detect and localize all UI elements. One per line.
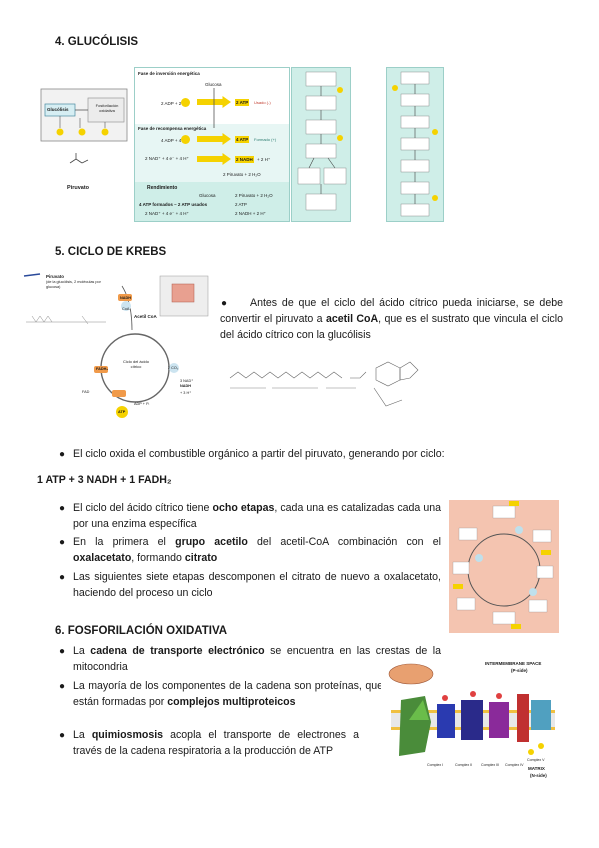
text-run: La mayoría de los componentes de la cade… [73,680,383,708]
krebs-adp-label: ADP + Pᵢ [134,402,150,406]
krebs-nadh-top: NADH [120,296,131,300]
etc-nside-label: (N-side) [530,773,547,778]
yield-row1-left: Glucosa [199,193,216,198]
text-run: El ciclo del ácido cítrico tiene [73,502,213,514]
arrow-icon [197,133,231,145]
krebs-nadh-right: NADH [180,384,191,388]
figure-krebs-detailed [449,500,559,633]
phosphate-icon [181,98,190,107]
figure-glycolysis-phases: Fase de inversión energética Glucosa 2 A… [134,67,290,222]
term-complejos: complejos multiproteicos [167,696,296,708]
bullet-icon: ● [59,537,66,548]
krebs-oxidation-paragraph: El ciclo oxida el combustible orgánico a… [73,448,445,460]
section-heading-oxphos: 6. FOSFORILACIÓN OXIDATIVA [55,625,228,637]
krebs-fad-label: FAD [82,390,90,394]
text-run: del acetil-CoA combinación con el [247,536,441,548]
krebs-nad-label: 3 NAD⁺ [180,379,194,383]
phase1-title: Fase de inversión energética [138,71,200,76]
atp-used-label: Usado (-) [254,100,271,105]
reaction2-output: 4 ATP [235,136,250,143]
reaction1-input: 2 ADP + 2 [161,101,182,106]
yield-row2-right: 2 ATP [235,202,247,207]
krebs-center-label: Ciclo del ácido cítrico [122,359,149,369]
text-run: En la primera el [73,536,176,548]
krebs-pyruvate-label: Piruvato [46,274,65,279]
reaction3-h: + 2 H⁺ [257,157,271,162]
yield-row1-right: 2 Piruvato + 2 H₂O [235,193,273,198]
term-ocho-etapas: ocho etapas [212,502,275,514]
reaction1-output: 2 ATP [235,99,250,106]
reaction3-input: 2 NAD⁺ + 4 e⁻ + 4 H⁺ [145,156,189,161]
term-quimiosmosis: quimiosmosis [91,729,164,741]
section-heading-glucolisis: 4. GLUCÓLISIS [55,36,139,48]
text-run: La [73,729,92,741]
etc-complex2-label: Complex II [455,763,473,767]
reaction3-output: 2 NADH [235,156,254,163]
krebs-atp-label: ATP [118,410,126,414]
krebs-bullet-first-step: En la primera el grupo acetilo del aceti… [73,534,441,566]
yield-row2-left: 4 ATP formados – 2 ATP usados [139,202,208,207]
etc-intermembrane-label: INTERMEMBRANE SPACE [485,661,542,666]
glucose-label: Glucosa [205,82,222,87]
phosphate-icon [181,135,190,144]
krebs-acetyl-label: Acetil CoA [134,314,157,319]
krebs-bullet-stages: El ciclo del ácido cítrico tiene ocho et… [73,500,441,532]
bullet-icon: ● [59,730,66,741]
box-glycolysis-label: Glucólisis [47,107,69,112]
etc-complex4-label: Complex IV [505,763,524,767]
yield-row3-left: 2 NAD⁺ + 4 e⁻ + 4 H⁺ [145,211,189,216]
oxphos-bullet-chain: La cadena de transporte electrónico se e… [73,643,441,675]
text-run: , que es el sustrato que vincula el cicl… [220,313,563,341]
krebs-co2-label: 2 CO₂ [168,366,179,370]
krebs-yield-formula: 1 ATP + 3 NADH + 1 FADH₂ [37,474,172,486]
arrow-icon [197,153,231,165]
bullet-icon: ● [59,646,66,657]
bullet-icon: ● [59,681,66,692]
etc-complex5-label: Complex V [527,758,545,762]
term-cadena-transporte: cadena de transporte electrónico [90,645,265,657]
text-run: Antes de que el ciclo del ácido cítrico … [220,297,563,325]
krebs-h-label: + 3 H⁺ [180,391,192,395]
oxphos-bullet-chemiosmosis: La quimiosmosis acopla el transporte de … [73,727,359,759]
etc-complex3-label: Complex III [481,763,500,767]
krebs-fadh2-label: FADH₂ [96,367,109,371]
reaction2-input: 4 ADP + 4 [161,138,182,143]
bullet-icon: ● [221,298,228,309]
etc-pside-label: (P-side) [511,668,528,673]
figure-electron-transport-chain: INTERMEMBRANE SPACE (P-side) MATRIX (N-s… [381,660,559,782]
figure-glycolysis-structures-1 [291,67,351,222]
figure-krebs-overview: Piruvato (de la glucólisis, 2 moléculas … [22,272,210,424]
text-run: acopla el transporte de electrones a tra… [73,729,359,757]
box-oxphos-label: Fosforilación oxidativa [95,103,119,113]
krebs-pyruvate-note: (de la glucólisis, 2 moléculas por gluco… [46,280,101,289]
bullet-icon: ● [59,449,66,460]
yield-row3-right: 2 NADH + 2 H⁺ [235,211,267,216]
figure-acetyl-coa-structure [226,356,426,418]
krebs-coa-label: CoA [122,307,130,311]
phase2-title: Fase de recompensa energética [138,126,207,131]
bullet-icon: ● [59,572,66,583]
text-run: , cada una es catalizadas cada una por u… [73,502,441,530]
text-run: se encuentra en las crestas de la mitoco… [73,645,441,673]
pyruvate-caption: Piruvato [67,185,90,191]
atp-formed-label: Formado (+) [254,137,277,142]
yield-title: Rendimiento [147,185,178,191]
section-heading-krebs: 5. CICLO DE KREBS [55,246,167,258]
text-run: , formando [131,552,185,564]
figure-glycolysis-structures-2 [386,67,444,222]
term-oxalacetato: oxalacetato [73,552,132,564]
text-run: La [73,645,91,657]
krebs-intro-paragraph: Antes de que el ciclo del ácido cítrico … [220,295,563,343]
term-grupo-acetilo: grupo acetilo [175,536,248,548]
reaction4: 2 Piruvato + 2 H₂O [223,172,261,177]
bullet-icon: ● [59,503,66,514]
krebs-bullet-seven-steps: Las siguientes siete etapas descomponen … [73,571,441,599]
term-acetil-coa: acetil CoA [325,313,379,325]
oxphos-bullet-components: La mayoría de los componentes de la cade… [73,678,383,710]
term-citrato: citrato [184,552,218,564]
etc-complex1-label: Complex I [427,763,444,767]
figure-glycolysis-overview: Glucólisis Fosforilación oxidativa Piruv… [40,88,128,208]
etc-matrix-label: MATRIX [528,766,545,771]
